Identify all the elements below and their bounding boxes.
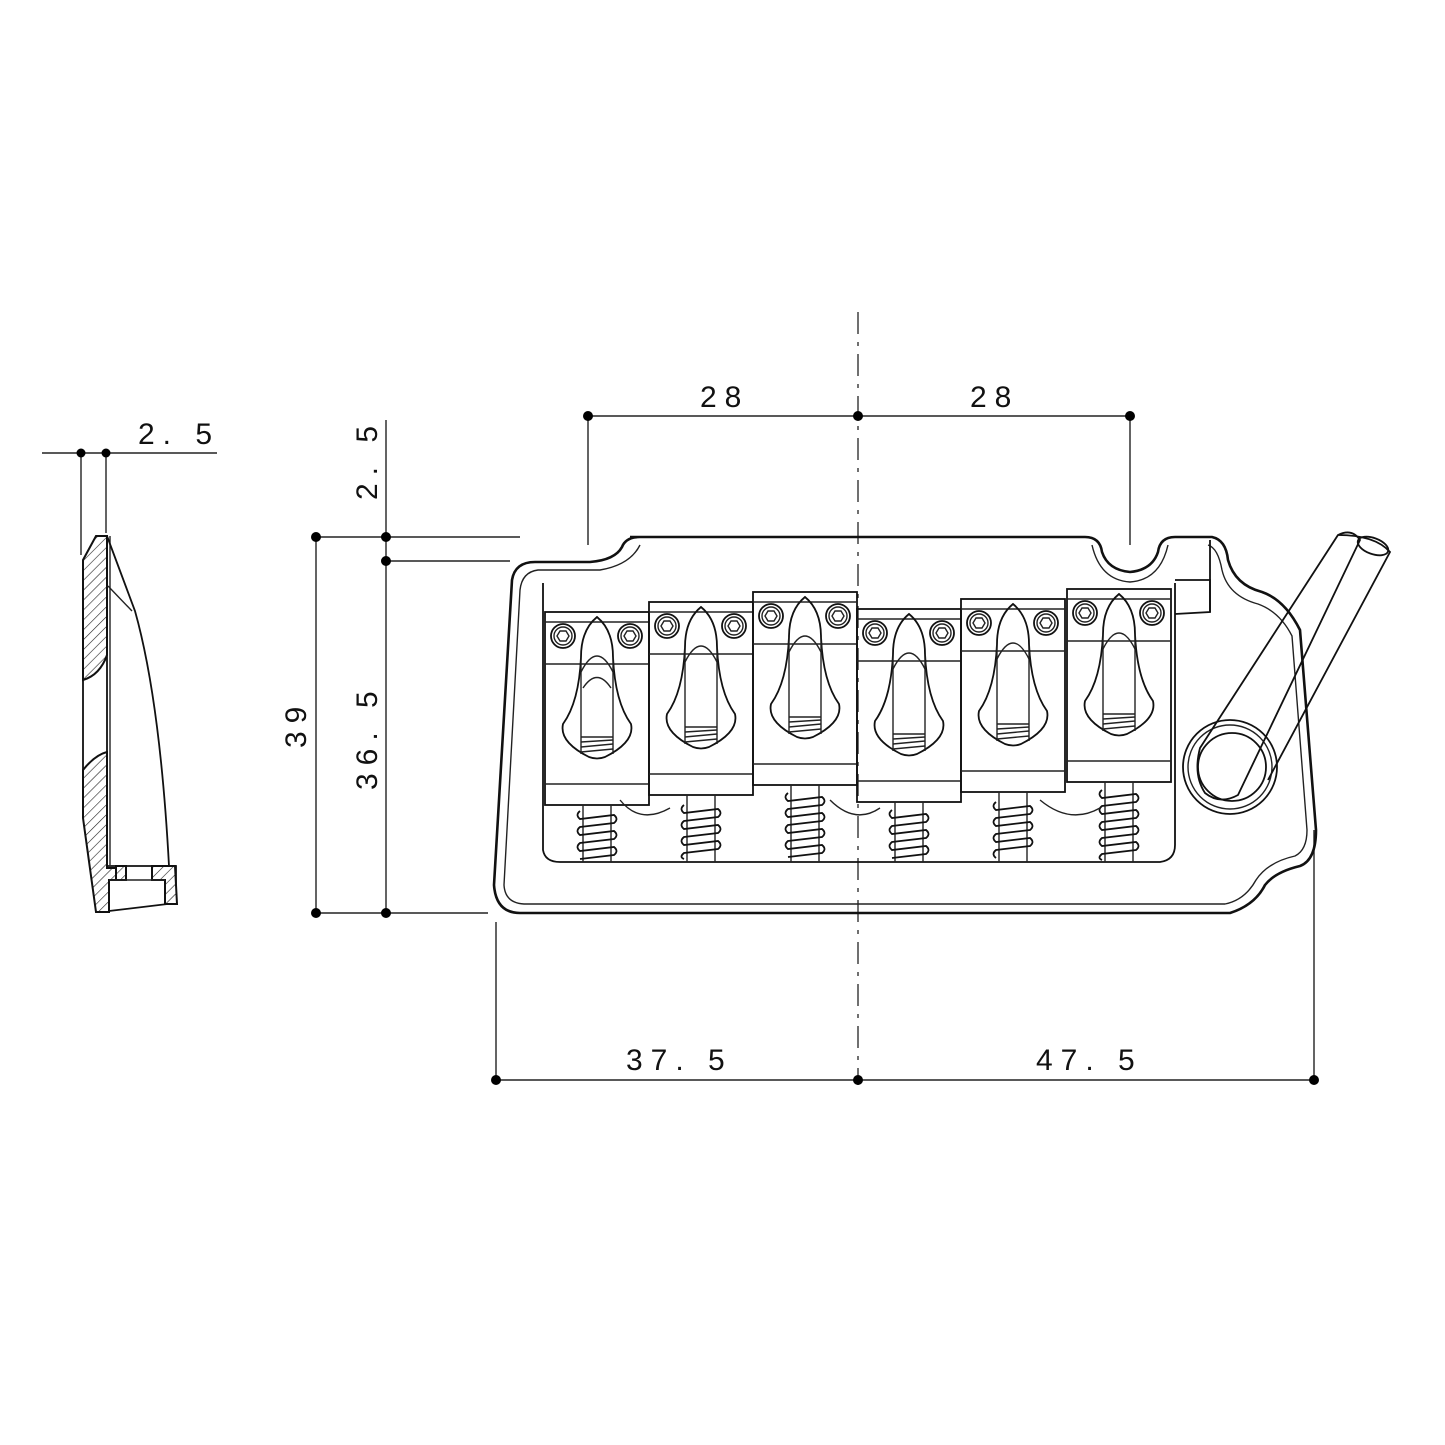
saddle-5	[960, 598, 1066, 793]
front-view-dimensions: 28 28 2. 5 39 36. 5 37. 5 47. 5	[280, 312, 1319, 1085]
spring-3	[784, 784, 826, 863]
spring-4	[888, 801, 930, 863]
overall-height-label: 39	[280, 699, 313, 748]
bridge-baseplate	[492, 535, 1318, 915]
side-thickness-label: 2. 5	[138, 418, 220, 451]
spring-1	[576, 804, 618, 863]
intonation-springs	[576, 781, 1140, 863]
saddle-2	[648, 601, 754, 796]
inner-height-label: 36. 5	[351, 683, 384, 790]
saddle-1	[544, 611, 650, 806]
top-right-spacing-label: 28	[970, 381, 1019, 414]
saddle-4	[856, 608, 962, 803]
spring-2	[680, 794, 722, 863]
tremolo-arm	[1182, 531, 1392, 815]
spring-5	[992, 791, 1034, 863]
top-left-spacing-label: 28	[700, 381, 749, 414]
spring-6	[1098, 781, 1140, 863]
side-section-view: 2. 5	[42, 418, 220, 913]
left-width-label: 37. 5	[626, 1044, 733, 1077]
right-width-label: 47. 5	[1036, 1044, 1143, 1077]
top-offset-label: 2. 5	[351, 418, 384, 500]
saddle-3	[752, 591, 858, 786]
saddle-6	[1066, 588, 1172, 783]
